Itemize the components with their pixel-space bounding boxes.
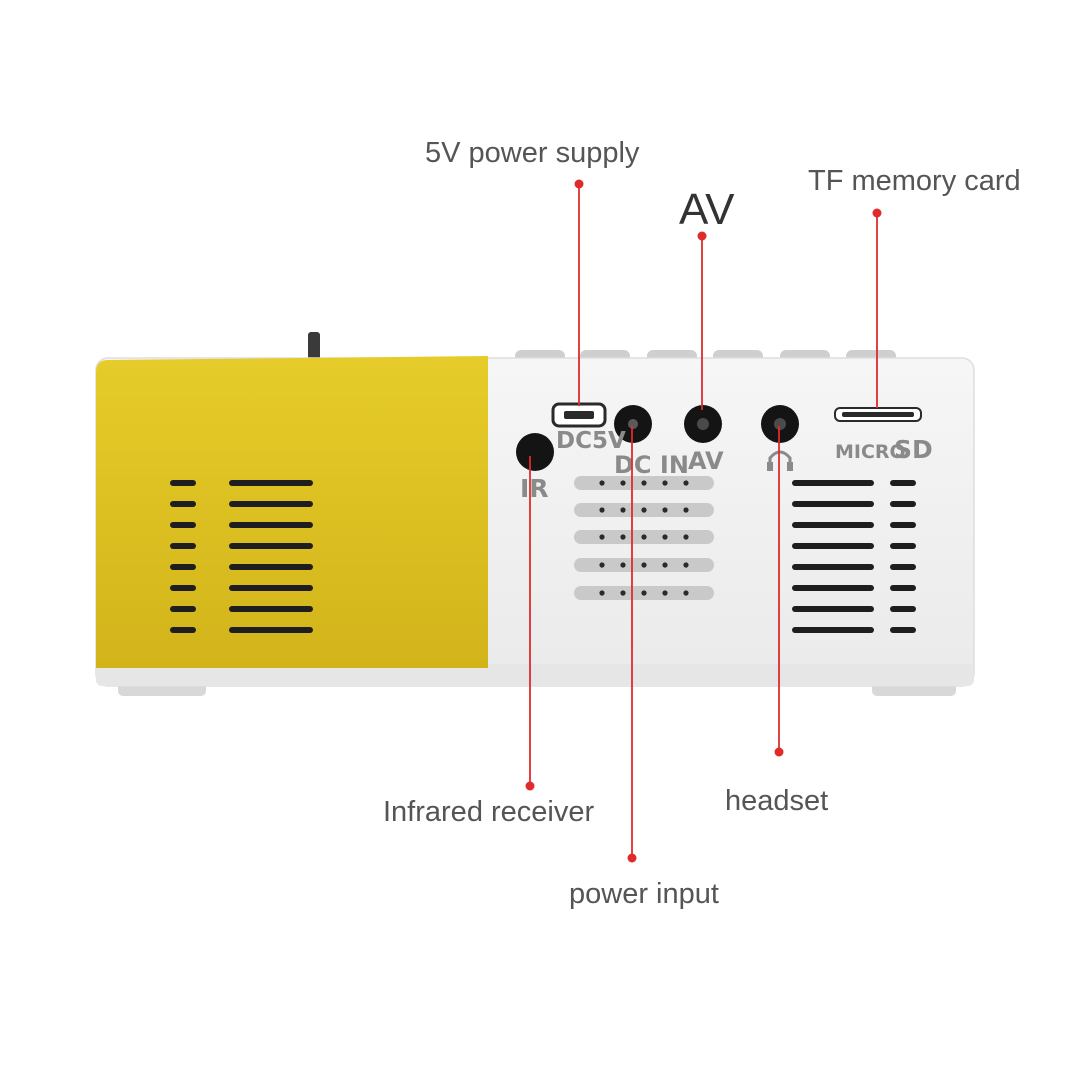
callout-infrared-receiver: Infrared receiver (383, 796, 595, 828)
callout-power-input: power input (569, 878, 719, 910)
body-bottom-rim (96, 664, 974, 686)
port-label-micro: MICRO (835, 441, 906, 463)
sd-card-slot (834, 407, 922, 422)
port-label-dc-in: DC IN (614, 451, 689, 479)
callout-av: AV (679, 185, 735, 234)
port-label-ir: IR (520, 474, 549, 503)
right-vents (792, 480, 916, 633)
av-port (684, 405, 722, 443)
headset-port (761, 405, 799, 443)
yellow-panel (96, 356, 488, 668)
callout-headset: headset (725, 785, 829, 817)
focus-knob (308, 332, 320, 360)
ir-receiver (516, 433, 554, 471)
headphone-icon (767, 450, 793, 471)
port-label-sd: SD (894, 435, 933, 464)
port-label-av: AV (688, 447, 724, 475)
leader-lines (525, 179, 882, 863)
callout-power-supply: 5V power supply (425, 137, 640, 169)
callout-tf-card: TF memory card (808, 165, 1021, 197)
port-label-dc5v: DC5V (556, 428, 626, 454)
yellow-vents (170, 480, 313, 633)
micro-usb-port (551, 402, 607, 428)
dc-in-port (614, 405, 652, 443)
speaker-grille (574, 476, 714, 600)
